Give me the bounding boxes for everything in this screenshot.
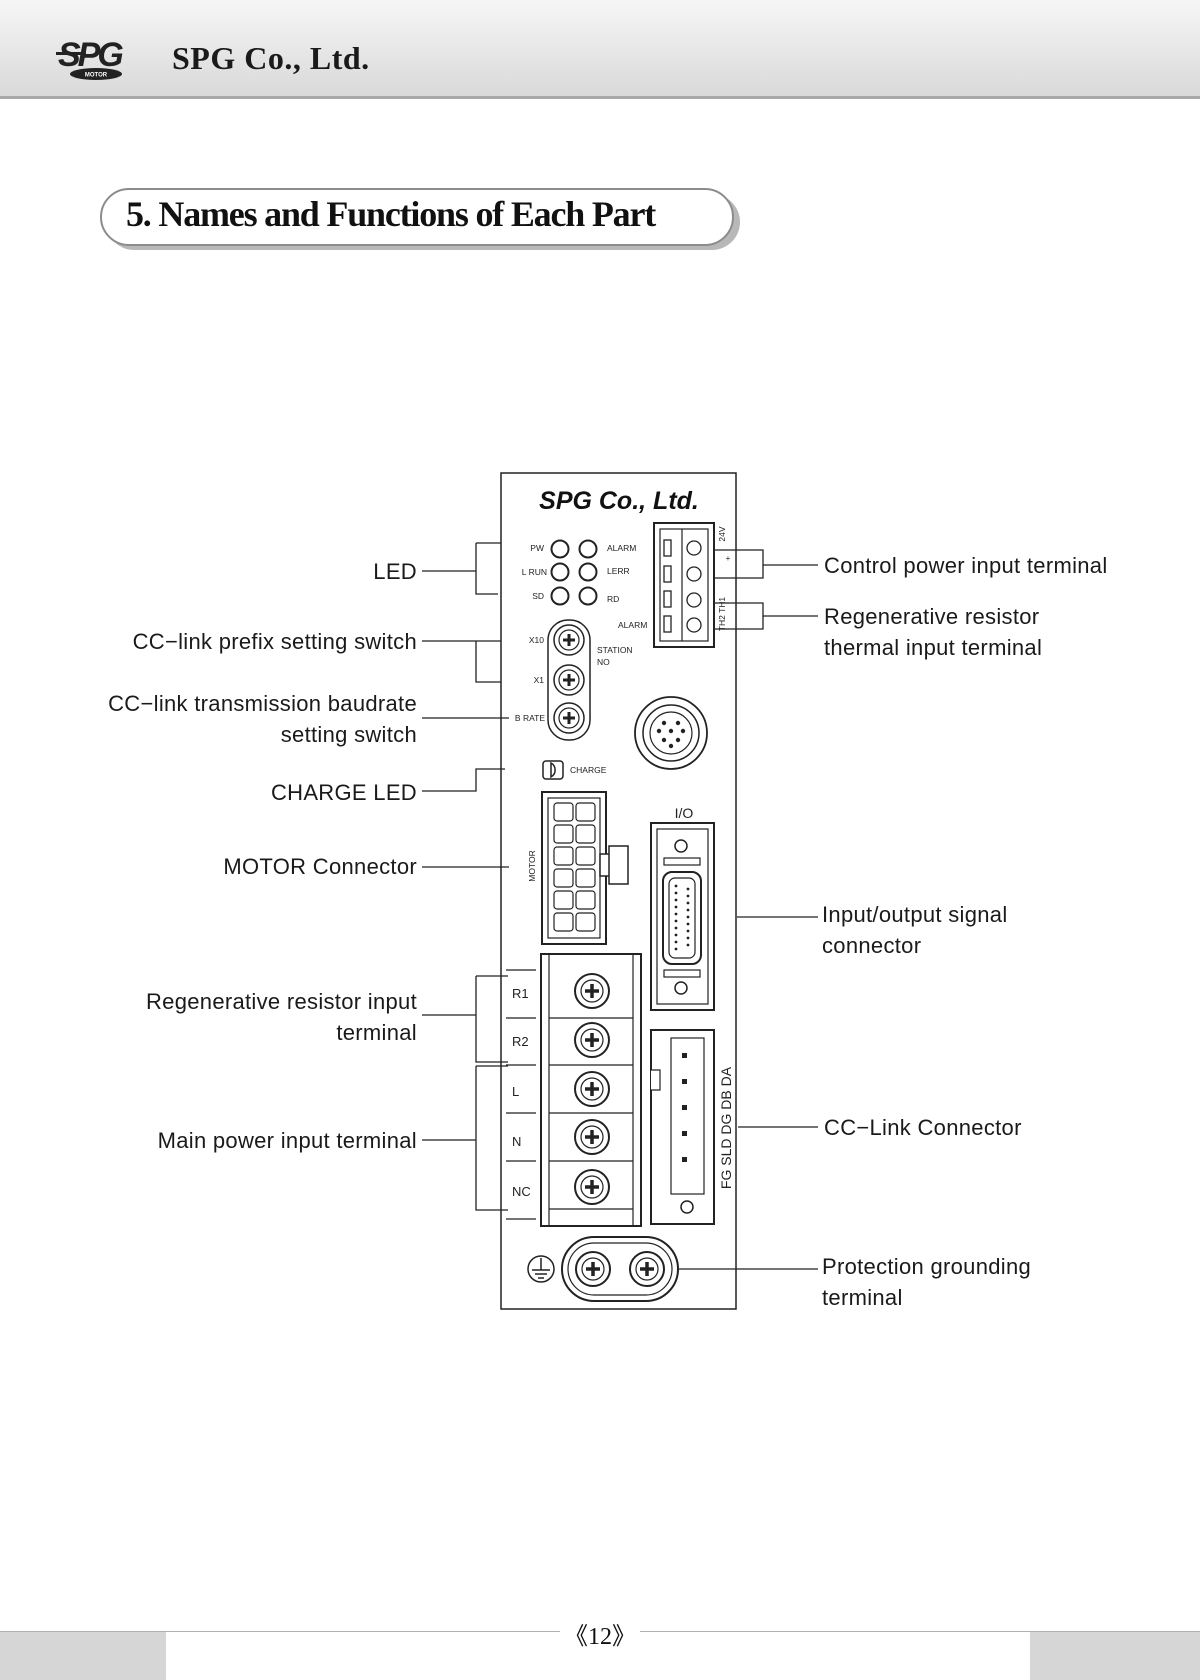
led-label-rd: RD bbox=[607, 594, 619, 604]
io-connector bbox=[650, 822, 715, 1011]
control-power-terminal-block bbox=[653, 522, 715, 648]
led-group bbox=[550, 539, 598, 606]
switch-label-x1: X1 bbox=[534, 675, 545, 685]
svg-text:MOTOR: MOTOR bbox=[85, 73, 108, 79]
led-lerr bbox=[578, 562, 598, 582]
led-label-sd: SD bbox=[532, 591, 544, 601]
label-control-power: Control power input terminal bbox=[824, 553, 1108, 578]
led-lrun bbox=[550, 562, 570, 582]
round-connector bbox=[634, 696, 708, 770]
terminal-label-r2: R2 bbox=[512, 1034, 529, 1049]
main-terminal-screws bbox=[574, 973, 610, 1205]
spg-motor-logo-icon: MOTOR SPG bbox=[56, 36, 126, 80]
charge-led bbox=[542, 760, 564, 780]
switch-label-brate: B RATE bbox=[515, 713, 545, 723]
io-connector-text: I/O bbox=[675, 805, 694, 821]
label-ground: Protection grounding terminal bbox=[822, 1254, 1032, 1310]
terminal-label-r1: R1 bbox=[512, 986, 529, 1001]
led-pw bbox=[550, 539, 570, 559]
page-header: MOTOR SPG SPG Co., Ltd. bbox=[0, 0, 1200, 99]
led-rd bbox=[578, 586, 598, 606]
footer-left-band bbox=[0, 1632, 166, 1680]
switch-label-no: NO bbox=[597, 657, 610, 667]
label-led: LED bbox=[373, 559, 417, 584]
control-terminal-plus: + bbox=[726, 554, 731, 563]
switch-label-x10: X10 bbox=[529, 635, 544, 645]
terminal-label-nc: NC bbox=[512, 1184, 531, 1199]
led-alarm bbox=[578, 539, 598, 559]
label-regen-thermal: Regenerative resistor thermal input term… bbox=[824, 604, 1043, 660]
company-name: SPG Co., Ltd. bbox=[172, 40, 370, 76]
label-prefix-switch: CC−link prefix setting switch bbox=[132, 629, 417, 654]
charge-led-text: CHARGE bbox=[570, 765, 607, 775]
ground-symbol-icon bbox=[527, 1255, 555, 1283]
footer-right-band bbox=[1030, 1632, 1200, 1680]
section-title: 5. Names and Functions of Each Part bbox=[126, 194, 656, 234]
motor-connector-text: MOTOR bbox=[527, 850, 537, 881]
label-charge-led: CHARGE LED bbox=[270, 780, 417, 805]
terminal-label-n: N bbox=[512, 1134, 521, 1149]
led-label-pw: PW bbox=[530, 543, 544, 553]
cclink-connector bbox=[650, 1029, 715, 1225]
label-motor-connector: MOTOR Connector bbox=[223, 854, 417, 879]
switch-label-station: STATION bbox=[597, 645, 633, 655]
led-label-alarm: ALARM bbox=[607, 543, 636, 553]
page-number: 《12》 bbox=[560, 1616, 640, 1651]
section-title-box bbox=[100, 188, 734, 246]
led-label-lerr: LERR bbox=[607, 566, 630, 576]
leader-lines bbox=[422, 542, 818, 1270]
label-baudrate-switch: CC−link transmission baudrate setting sw… bbox=[108, 691, 417, 747]
motor-connector bbox=[541, 791, 629, 945]
switch-x10[interactable] bbox=[553, 624, 585, 656]
cclink-pin-labels: FG SLD DG DB DA bbox=[718, 1066, 734, 1189]
led-label-lrun: L RUN bbox=[522, 567, 547, 577]
led-sd bbox=[550, 586, 570, 606]
control-terminal-alarm: ALARM bbox=[618, 620, 647, 630]
label-main-power: Main power input terminal bbox=[157, 1128, 417, 1153]
terminal-label-l: L bbox=[512, 1084, 519, 1099]
label-regen-input: Regenerative resistor input terminal bbox=[145, 989, 417, 1045]
switch-x1[interactable] bbox=[553, 664, 585, 696]
label-io-connector: Input/output signal connector bbox=[822, 902, 1008, 958]
device-brand: SPG Co., Ltd. bbox=[539, 487, 699, 515]
control-terminal-th: TH2 TH1 bbox=[717, 597, 727, 632]
control-terminal-24v: 24V bbox=[717, 526, 727, 541]
ground-terminal bbox=[561, 1236, 679, 1302]
label-cclink-connector: CC−Link Connector bbox=[824, 1115, 1022, 1140]
switch-brate[interactable] bbox=[553, 702, 585, 734]
